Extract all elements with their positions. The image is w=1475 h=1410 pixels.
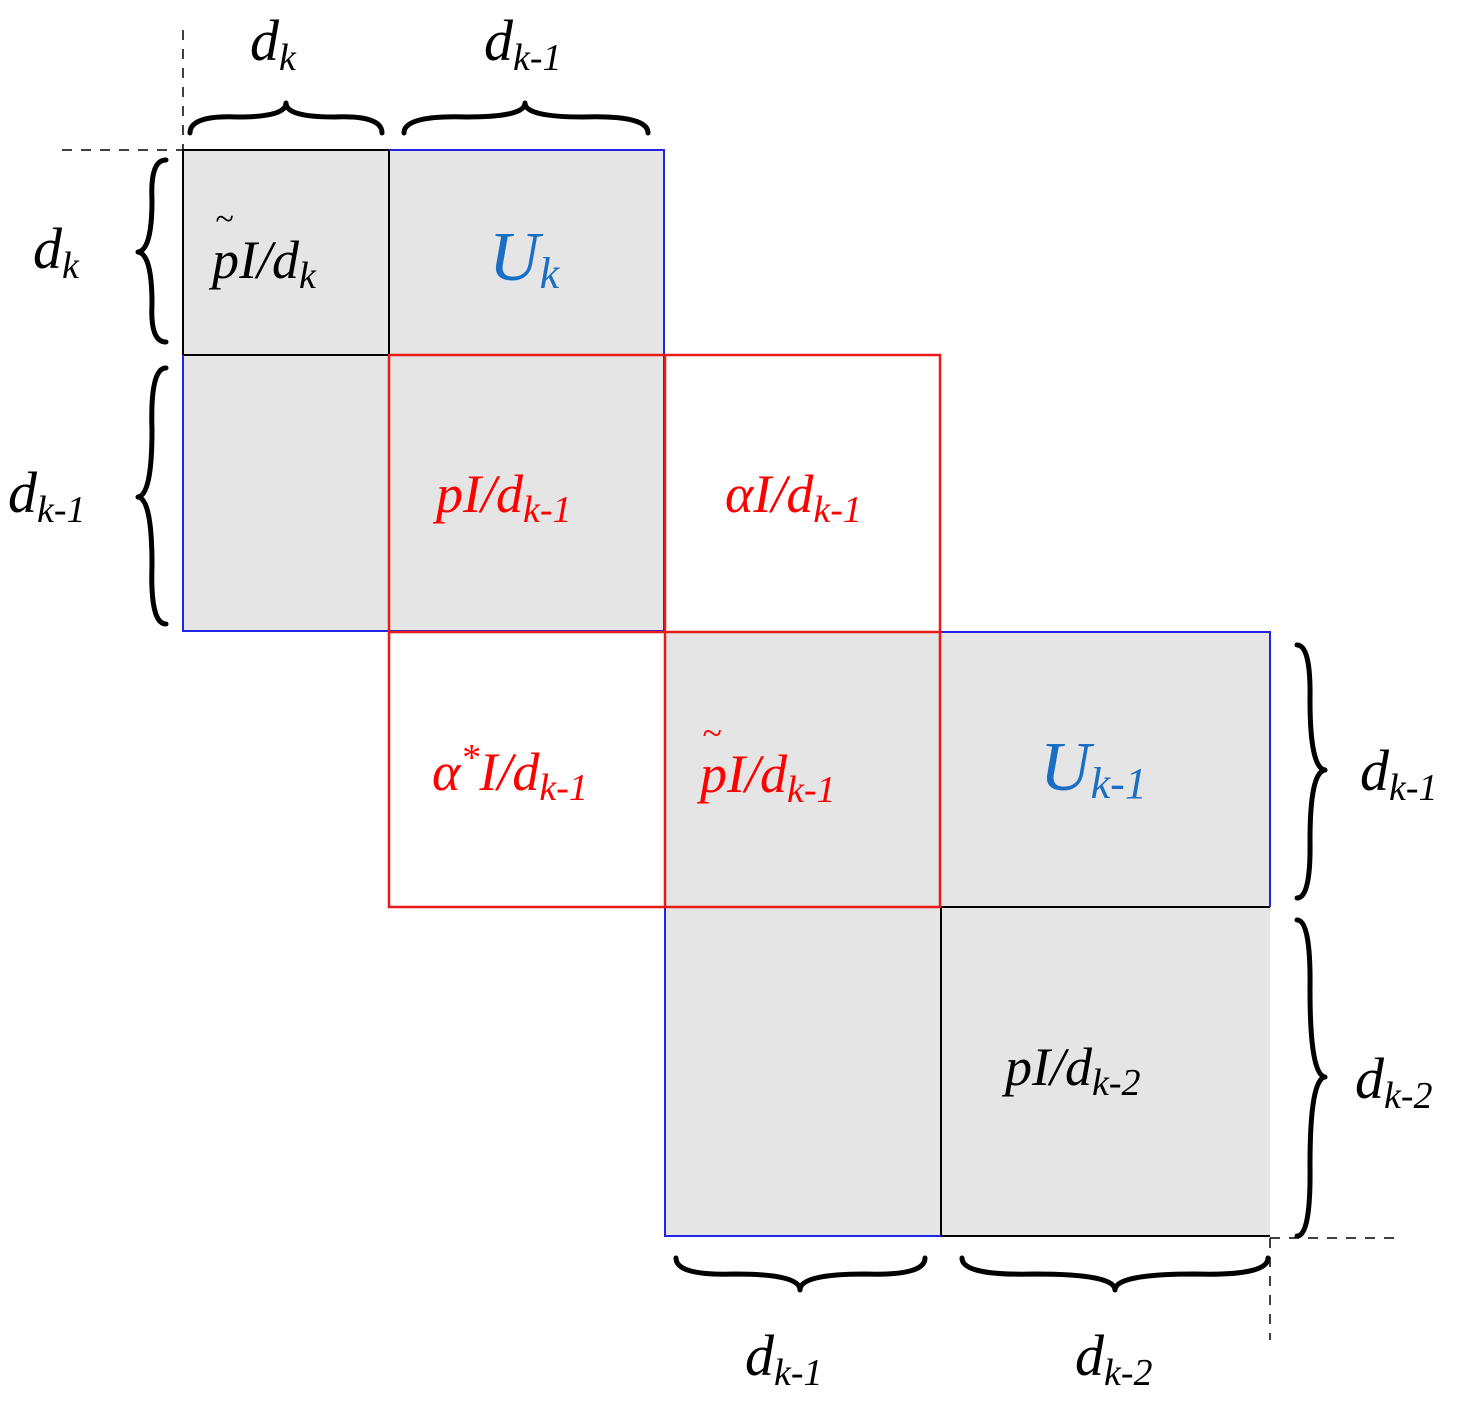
black-grid-lines [182,149,1270,1237]
brace-top-dk1 [401,100,651,136]
svg-text:~: ~ [215,201,233,238]
block-label-uk1: Uk-1 [1040,729,1147,808]
bottom-dim-label-dk2: dk-2 [1075,1323,1153,1394]
right-dim-label-dk2: dk-2 [1355,1046,1433,1117]
block-label-ptilde-dk1: ~ pI/dk-1 [696,713,836,811]
block-fill-br [665,632,1270,1236]
block-label-p-dk1: pI/dk-1 [432,464,572,531]
brace-bottom-dk1 [673,1255,928,1293]
left-dim-label-dk: dk [33,216,80,287]
left-dim-label-dk1: dk-1 [8,460,86,531]
brace-top-dk [187,100,385,136]
block-fill-tl [183,150,664,631]
brace-left-dk1 [135,365,169,627]
block-label-ptilde-dk: ~ pI/dk [208,201,317,297]
brace-left-dk [135,157,169,345]
block-label-p-dk2: pI/dk-2 [1001,1037,1141,1104]
svg-text:pI/dk-1: pI/dk-1 [696,744,836,811]
block-label-alpha-dk1: αI/dk-1 [725,464,862,531]
block-label-uk: Uk [489,219,561,298]
bottom-dim-label-dk1: dk-1 [745,1323,823,1394]
top-dim-label-dk: dk [250,8,297,79]
brace-right-dk2 [1294,917,1328,1239]
svg-text:~: ~ [702,713,721,753]
blue-outline-bottom [664,631,1271,1237]
svg-text:pI/dk: pI/dk [208,230,317,297]
right-dim-label-dk1: dk-1 [1360,738,1438,809]
top-dim-label-dk1: dk-1 [484,8,562,79]
red-outline [387,353,942,909]
brace-bottom-dk2 [959,1255,1271,1293]
block-label-alphastar-dk1: α*I/dk-1 [432,737,588,809]
brace-right-dk1 [1294,642,1328,901]
